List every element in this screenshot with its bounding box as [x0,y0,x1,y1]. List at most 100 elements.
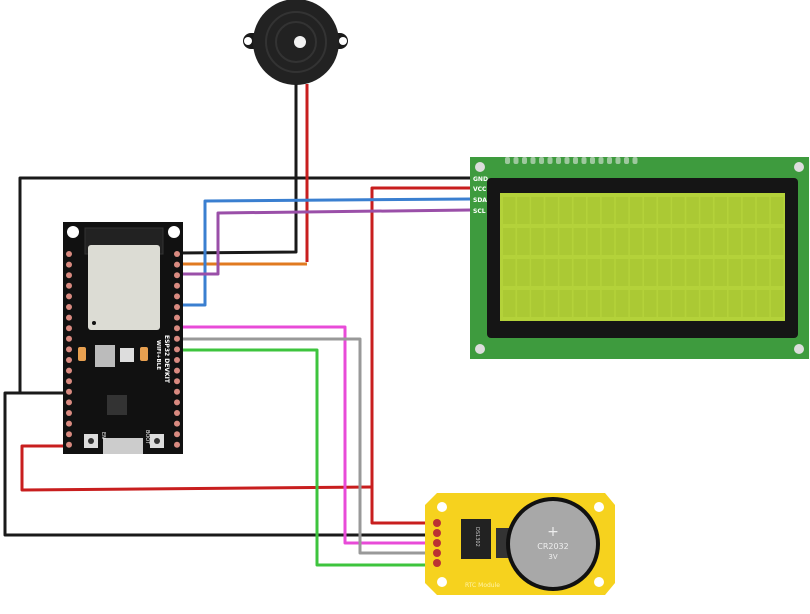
lcd-char-cell [672,259,685,286]
lcd-header-pin [573,157,578,164]
header-pin [174,410,180,416]
lcd-char-cell [573,228,586,255]
lcd-char-cell [573,197,586,224]
header-pin [174,261,180,268]
lcd-char-cell [531,290,544,317]
lcd-char-cell [587,290,601,317]
lcd-char-cell [629,259,643,286]
lcd-char-cell [714,197,727,224]
lcd-char-cell [672,197,685,224]
lcd-header-pin [513,157,519,164]
lcd-char-cell [503,197,516,224]
lcd-char-cell [742,259,756,286]
rtc-module: DS1302 + CR2032 3V RTC Module [425,493,615,595]
wire-magenta [178,325,437,545]
lcd-char-cell [629,290,643,317]
lcd-char-cell [545,259,558,286]
header-pin [66,272,72,279]
lcd-header-pin [564,157,570,164]
coin-battery [510,501,596,587]
lcd-char-cell [559,259,572,286]
lcd-char-cell [686,259,699,286]
header-pin [66,314,72,321]
rtc-label: RTC Module [465,582,500,589]
wire-green [178,348,437,567]
header-pin [66,420,72,427]
header-pin [66,251,72,257]
rtc-pin [433,539,441,547]
lcd-char-cell [728,259,742,286]
lcd-char-cell [742,290,756,317]
lcd-char-cell [587,197,601,224]
esp32-board: ESP32 DEVKIT WIFI+BLE EN BOOT [63,222,183,454]
header-pin [174,346,180,353]
lcd-char-cell [672,290,685,317]
lcd-char-cell [770,197,784,224]
wire-buzzer-gnd [177,84,298,255]
header-pin [174,251,180,257]
lcd-char-cell [700,290,713,317]
lcd-header-pin [590,157,595,164]
en-label: EN [100,432,106,439]
lcd-header-pin [556,157,561,164]
header-pin [66,304,72,310]
lcd-char-cell [672,228,685,255]
lcd-header-pin [607,157,612,164]
wire-gnd-lcd [18,176,471,393]
lcd-char-cell [728,197,742,224]
lcd-char-cell [756,197,770,224]
battery-voltage: 3V [548,553,557,561]
esp32-module [88,245,160,330]
header-pin [66,367,72,374]
header-pin [174,420,180,427]
wire-gnd-esp-rtc [3,391,437,537]
lcd-char-cell [615,290,629,317]
lcd-header-pin [547,157,553,164]
lcd-char-cell [714,228,727,255]
lcd-char-cell [503,290,516,317]
header-pin [174,388,180,395]
header-pin [66,410,72,416]
lcd-char-cell [700,228,713,255]
header-pin [174,272,180,279]
buzzer [243,0,348,85]
lcd-header-pin [530,157,536,164]
header-pin [66,293,72,300]
lcd-char-cell [559,228,572,255]
lcd-char-cell [756,259,770,286]
lcd-char-cell [629,228,643,255]
lcd-header-pin [615,157,621,164]
header-pin [174,335,180,342]
lcd-header-pin [522,157,527,164]
boot-label: BOOT [144,430,150,445]
header-pin [174,357,180,363]
header-pin [66,378,72,385]
lcd-char-cell [770,259,784,286]
lcd-char-cell [517,228,530,255]
header-pin [66,346,72,353]
rtc-chip-label: DS1302 [474,527,480,547]
lcd-char-cell [587,259,601,286]
lcd-char-cell [728,290,742,317]
header-pin [174,441,180,448]
lcd-char-cell [503,228,516,255]
wire-vcc-esp [20,444,373,492]
lcd-char-cell [601,290,615,317]
rtc-pin [433,549,441,557]
lcd-char-cell [545,197,558,224]
lcd-char-cell [615,228,629,255]
wire-gray [178,337,437,555]
lcd-char-cell [545,290,558,317]
header-pin [66,335,72,342]
lcd-char-cell [728,228,742,255]
wires [3,84,472,567]
lcd-char-cell [770,228,784,255]
header-pin [174,378,180,385]
rtc-pin [433,559,441,567]
lcd-char-cell [742,197,756,224]
lcd-char-cell [700,259,713,286]
lcd-char-cell [770,290,784,317]
lcd-header-pin [581,157,587,164]
lcd-char-cell [531,259,544,286]
header-pin [174,314,180,321]
